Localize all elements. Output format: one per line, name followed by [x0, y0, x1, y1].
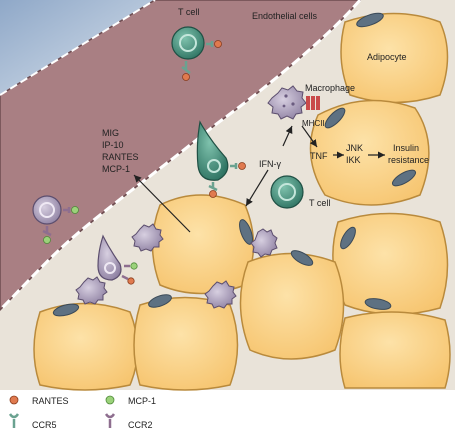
chemokine-mcp1: MCP-1 — [102, 164, 130, 174]
nucleus-4 — [239, 219, 253, 245]
legend-mcp1-label: MCP-1 — [128, 396, 156, 406]
arrows — [133, 125, 385, 233]
label-tnf: TNF — [310, 151, 328, 161]
nucleus-3 — [391, 169, 417, 187]
macrophages-small — [75, 223, 278, 309]
chemokine-mig: MIG — [102, 128, 119, 138]
legend-ccr2-icon — [104, 413, 116, 428]
nucleus-8 — [148, 294, 172, 308]
monocyte-vessel — [32, 195, 79, 244]
legend-mcp1-icon — [105, 395, 115, 405]
label-ikk: IKK — [346, 155, 361, 165]
t-cell-mid — [270, 175, 304, 209]
arrow-ifn-to-adipocyte — [245, 169, 269, 207]
label-t-cell-mid: T cell — [309, 198, 330, 208]
macrophage-small-1 — [131, 223, 164, 252]
adipocyte-top-right — [340, 12, 449, 104]
chemokine-list: MIG IP-10 RANTES MCP-1 — [102, 128, 139, 174]
legend: RANTES CCR5 MCP-1 CCR2 — [8, 395, 156, 430]
chemokine-rantes: RANTES — [102, 152, 139, 162]
t-cell-top — [171, 26, 222, 81]
macrophage-small-3 — [75, 276, 108, 305]
nucleus-9 — [364, 298, 392, 310]
arrow-macrophage-to-tnf — [301, 125, 318, 148]
endothelial-lining-top — [0, 0, 156, 96]
nucleus-7 — [52, 303, 80, 317]
legend-rantes-icon — [9, 395, 19, 405]
adipocyte-bottom-mid — [133, 296, 239, 391]
label-adipocyte: Adipocyte — [367, 52, 407, 62]
nucleus-6 — [290, 250, 314, 266]
t-cell-migrating — [196, 120, 246, 198]
legend-ccr5-icon — [8, 413, 20, 428]
macrophage-small-2 — [250, 228, 278, 258]
chemokine-ip10: IP-10 — [102, 140, 124, 150]
nucleus-1 — [356, 12, 384, 28]
legend-ccr2-label: CCR2 — [128, 420, 153, 430]
macrophage-top — [267, 85, 320, 120]
adipocyte-bottom-left — [33, 302, 139, 391]
arrow-to-chemokines — [133, 174, 191, 233]
macrophage-small-4 — [204, 280, 237, 309]
label-insulin: Insulin — [393, 143, 419, 153]
label-jnk: JNK — [346, 143, 363, 153]
arrow-ifn-to-macrophage — [282, 125, 293, 147]
endothelial-lining — [0, 0, 362, 312]
legend-ccr5-label: CCR5 — [32, 420, 57, 430]
label-t-cell-top: T cell — [178, 7, 199, 17]
nucleus-2 — [324, 107, 346, 129]
label-macrophage: Macrophage — [305, 83, 355, 93]
legend-rantes-label: RANTES — [32, 396, 69, 406]
label-endothelial-cells: Endothelial cells — [252, 11, 318, 21]
label-mhcii: MHCII — [302, 119, 325, 128]
adipocyte-nuclei — [52, 12, 417, 317]
adipocyte-bottom-right — [339, 311, 451, 389]
monocyte-migrating — [97, 234, 138, 285]
label-ifn-gamma: IFN-γ — [259, 159, 281, 169]
nucleus-5 — [340, 226, 356, 250]
adipocyte-mid-low — [239, 252, 345, 360]
label-resistance: resistance — [388, 155, 429, 165]
